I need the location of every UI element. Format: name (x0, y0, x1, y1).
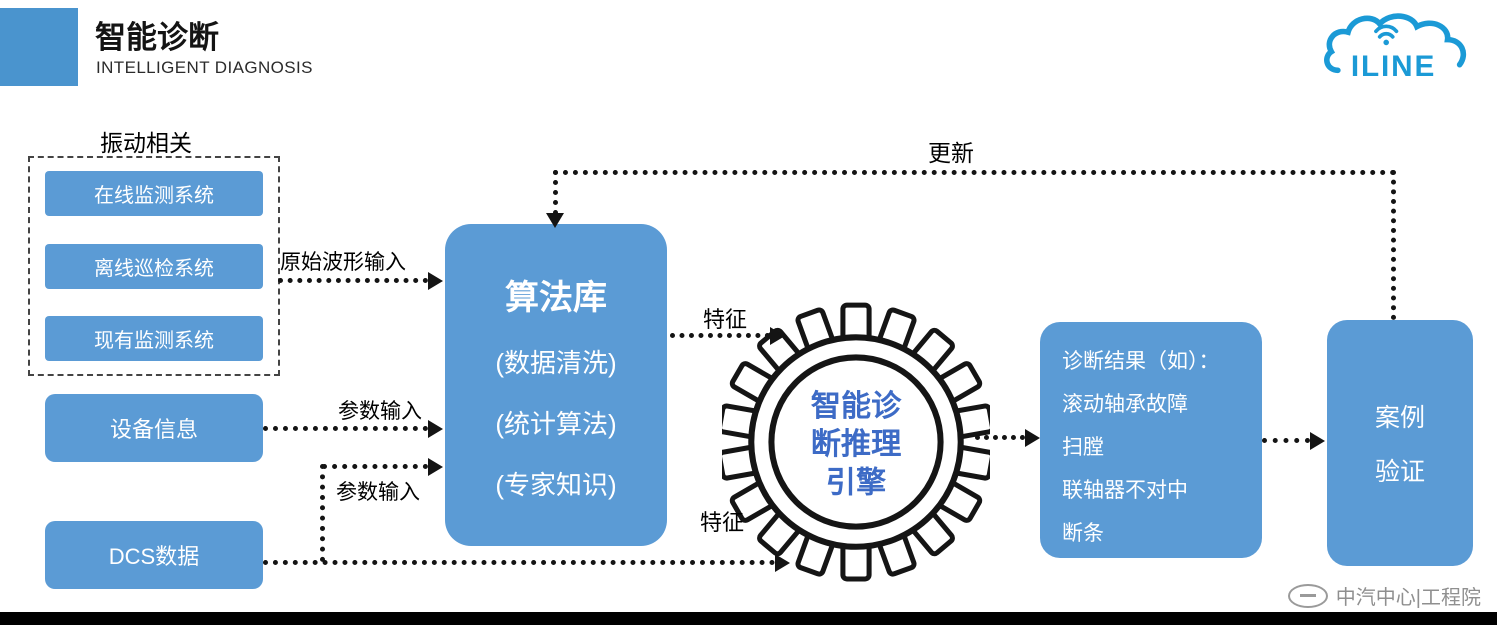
label-raw-waveform-input: 原始波形输入 (280, 251, 406, 274)
arrow-engine-result-line (975, 435, 1025, 440)
node-case-verification: 案例 验证 (1327, 320, 1473, 566)
watermark-text: 中汽中心|工程院 (1335, 587, 1481, 609)
case-line: 验证 (1374, 458, 1425, 486)
arrow-update-horizontal (553, 170, 1396, 175)
wifi-dot (1383, 39, 1389, 46)
arrowhead-param-device (428, 420, 443, 438)
arrow-update-right-vertical (1391, 170, 1396, 320)
vibration-group-frame (28, 156, 280, 376)
label-feature-top: 特征 (703, 307, 748, 332)
bottom-bar (0, 612, 1497, 625)
result-line: 断条 (1062, 522, 1104, 545)
arrowhead-update (546, 213, 564, 228)
arrow-param-dcs-top-line (322, 464, 428, 469)
node-inference-engine: 智能诊 断推理 引擎 (716, 293, 996, 585)
arrow-feature-top-line (670, 333, 770, 338)
iline-logo: ILINE (1323, 10, 1481, 91)
arrow-param-device-line (263, 426, 428, 431)
engine-text-line: 引擎 (826, 465, 886, 499)
arrowhead-result-case (1310, 432, 1325, 450)
vibration-group-label: 振动相关 (100, 130, 192, 156)
arrowhead-feature-top (770, 327, 785, 345)
label-param-input-dcs: 参数输入 (336, 481, 420, 504)
arrowhead-param-dcs (428, 458, 443, 476)
arrowhead-engine-result (1025, 429, 1040, 447)
node-algorithm-library: 算法库 (数据清洗) (统计算法) (专家知识) (445, 224, 667, 546)
arrowhead-feature-bottom (775, 554, 790, 572)
result-line: 滚动轴承故障 (1062, 393, 1188, 416)
wifi-arc-outer (1374, 24, 1399, 34)
node-dcs-data: DCS数据 (45, 521, 263, 589)
arrow-update-left-vertical (553, 170, 558, 215)
cloud-icon: ILINE (1324, 13, 1467, 83)
engine-text-line: 智能诊 (811, 389, 902, 423)
node-existing-monitoring: 现有监测系统 (45, 316, 263, 361)
wifi-arc-inner (1377, 31, 1395, 39)
label-feature-bottom: 特征 (700, 510, 745, 535)
algorithm-library-title: 算法库 (505, 279, 607, 317)
node-device-info: 设备信息 (45, 394, 263, 462)
algorithm-line: (专家知识) (495, 470, 617, 500)
arrowhead-raw-waveform (428, 272, 443, 290)
node-offline-inspection: 离线巡检系统 (45, 244, 263, 289)
watermark-logo-icon (1287, 583, 1328, 608)
arrow-param-dcs-vertical-line (320, 464, 325, 562)
watermark: 中汽中心|工程院 (1287, 581, 1481, 610)
page-subtitle: INTELLIGENT DIAGNOSIS (96, 58, 313, 77)
arrow-result-case-line (1262, 438, 1310, 443)
label-param-input-device: 参数输入 (338, 400, 422, 423)
case-line: 案例 (1374, 404, 1425, 432)
arrow-dcs-feature-line (263, 560, 775, 565)
algorithm-line: (统计算法) (495, 409, 617, 439)
result-line: 诊断结果（如）： (1062, 350, 1220, 373)
result-line: 联轴器不对中 (1062, 479, 1188, 502)
algorithm-line: (数据清洗) (495, 348, 617, 378)
logo-text: ILINE (1351, 50, 1436, 83)
result-line: 扫膛 (1062, 436, 1104, 459)
engine-text-line: 断推理 (811, 427, 902, 461)
label-update: 更新 (928, 140, 974, 166)
page-title: 智能诊断 (95, 20, 219, 55)
accent-square (0, 8, 78, 86)
node-online-monitoring: 在线监测系统 (45, 171, 263, 216)
gear-icon: 智能诊 断推理 引擎 (716, 302, 996, 582)
node-diagnosis-result: 诊断结果（如）： 滚动轴承故障 扫膛 联轴器不对中 断条 (1040, 322, 1262, 558)
arrow-raw-waveform-line (278, 278, 428, 283)
